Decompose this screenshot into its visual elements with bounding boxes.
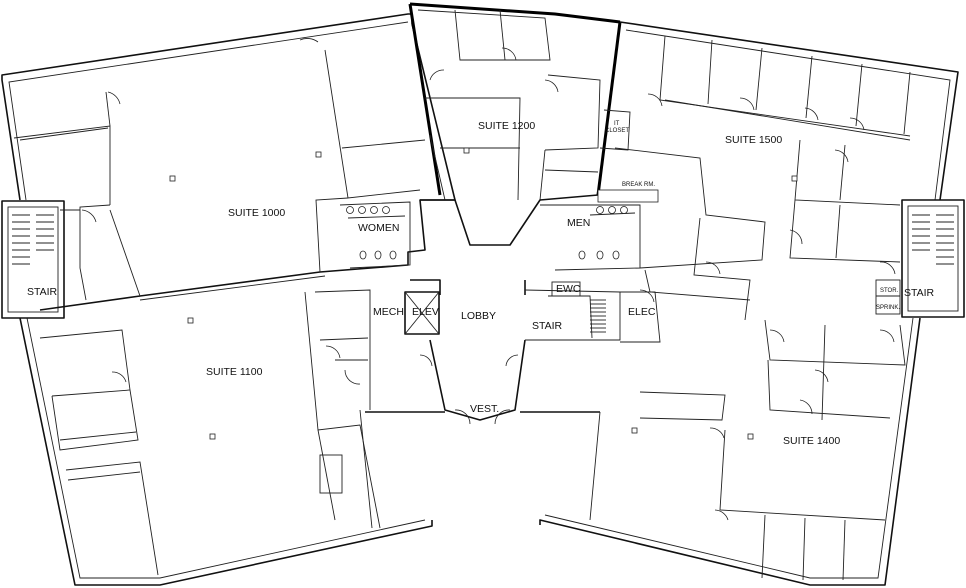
label-suite-1500: SUITE 1500 [725, 134, 782, 146]
label-mech: MECH [373, 306, 404, 318]
door-swings [81, 38, 896, 521]
label-lobby: LOBBY [461, 310, 496, 322]
label-ewc: EWC [556, 283, 581, 295]
left-stair-treads [12, 214, 54, 265]
label-suite-1000: SUITE 1000 [228, 207, 285, 219]
right-wing-walls [539, 21, 965, 586]
center-core-walls [314, 2, 661, 421]
label-stair-left: STAIR [27, 286, 58, 298]
label-it-closet-2: CLOSET [605, 128, 629, 134]
label-suite-1100: SUITE 1100 [206, 366, 263, 378]
label-suite-1400: SUITE 1400 [783, 435, 840, 447]
label-vest: VEST. [470, 403, 499, 415]
label-stor: STOR. [880, 288, 899, 294]
restroom-fixtures [346, 206, 628, 260]
label-stair-right: STAIR [904, 287, 935, 299]
left-wing-walls [1, 13, 456, 586]
room-labels: SUITE 1000 SUITE 1100 SUITE 1200 SUITE 1… [27, 120, 935, 447]
right-stair-treads [912, 214, 954, 265]
label-suite-1200: SUITE 1200 [478, 120, 535, 132]
label-it-closet-1: IT [614, 121, 620, 127]
label-women: WOMEN [358, 222, 399, 234]
label-break-room: BREAK RM. [622, 182, 655, 188]
label-elec: ELEC [628, 306, 656, 318]
label-men: MEN [567, 217, 590, 229]
center-stair-treads [590, 299, 606, 333]
column-markers [169, 147, 798, 440]
label-elev: ELEV [412, 306, 439, 318]
label-stair-center: STAIR [532, 320, 563, 332]
label-sprink: SPRINK. [876, 305, 900, 311]
